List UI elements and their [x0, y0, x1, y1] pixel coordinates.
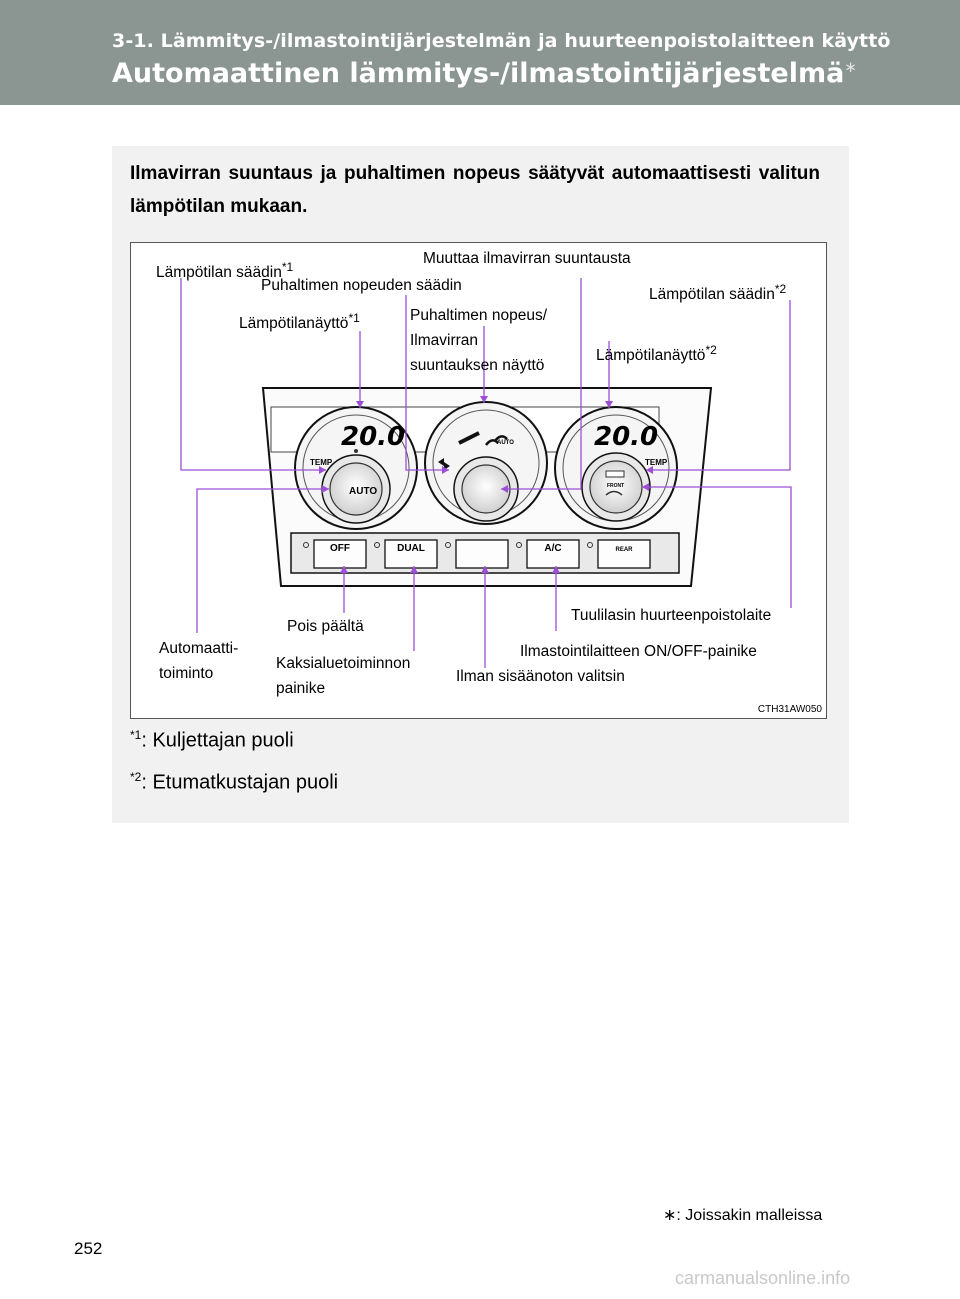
- front-label: FRONT: [607, 483, 624, 489]
- climate-panel-figure: 20.0 20.0 TEMP TEMP AUTO AUTO FRONT OFF D…: [130, 242, 827, 719]
- callout-lines: [180, 278, 792, 668]
- label-mark: *1: [348, 311, 360, 325]
- label-ac-button: Ilmastointilaitteen ON/OFF-painike: [520, 643, 757, 660]
- label-air-intake: Ilman sisäänoton valitsin: [456, 668, 625, 685]
- label-line: suuntauksen näyttö: [410, 357, 545, 374]
- label-temp-control-right: Lämpötilan säädin*2: [649, 277, 786, 307]
- panel-button: [384, 539, 438, 569]
- button-row: OFF DUAL A/C REAR: [303, 539, 651, 569]
- label-mark: *2: [705, 343, 717, 357]
- note-mark: *2: [130, 770, 142, 784]
- panel-button: [313, 539, 367, 569]
- note-text: : Etumatkustajan puoli: [141, 771, 339, 794]
- label-text: Lämpötilan säädin: [156, 264, 282, 282]
- note-passenger-side: *2: Etumatkustajan puoli: [130, 770, 338, 795]
- section-heading: 3-1. Lämmitys-/ilmastointijärjestelmän j…: [112, 30, 891, 52]
- label-off: Pois päältä: [287, 618, 364, 635]
- right-temperature-dial: [554, 406, 678, 530]
- left-temp-label: TEMP: [310, 458, 333, 467]
- label-airflow-mode: Muuttaa ilmavirran suuntausta: [423, 250, 631, 267]
- panel-button-label: DUAL: [397, 543, 425, 554]
- label-line: painike: [276, 680, 326, 697]
- label-line: Puhaltimen nopeus/: [410, 307, 548, 324]
- panel-button: [455, 539, 509, 569]
- indicator-light: [587, 542, 593, 548]
- label-mark: *1: [281, 260, 294, 274]
- label-line: Automaatti-: [159, 640, 239, 657]
- label-mark: *2: [774, 282, 787, 296]
- fan-auto-label: AUTO: [497, 440, 514, 446]
- indicator-light: [303, 542, 309, 548]
- panel-button-label: OFF: [330, 543, 350, 554]
- callout-arrowheads: [319, 396, 653, 573]
- label-line: toiminto: [159, 665, 214, 682]
- auto-knob-label: AUTO: [349, 486, 377, 497]
- footnote: ∗: Joissakin malleissa: [663, 1207, 823, 1224]
- label-temp-control-left: Lämpötilan säädin*1: [156, 255, 293, 285]
- panel-illustration: 20.0 20.0 TEMP TEMP AUTO AUTO FRONT OFF D…: [180, 278, 792, 668]
- center-fan-dial: [424, 401, 548, 525]
- label-fan-display: Puhaltimen nopeus/ Ilmavirran suuntaukse…: [410, 303, 547, 378]
- label-text: Lämpötilanäyttö: [596, 347, 706, 365]
- label-text: Lämpötilanäyttö: [239, 315, 349, 333]
- page-header: 3-1. Lämmitys-/ilmastointijärjestelmän j…: [0, 0, 960, 105]
- label-windshield-defogger: Tuulilasin huurteenpoistolaite: [571, 607, 772, 624]
- note-driver-side: *1: Kuljettajan puoli: [130, 728, 294, 753]
- note-text: : Kuljettajan puoli: [141, 729, 294, 752]
- title-asterisk: ∗: [844, 58, 857, 76]
- left-temperature-dial: [294, 406, 418, 530]
- label-temp-display-right: Lämpötilanäyttö*2: [596, 338, 717, 368]
- indicator-light: [374, 542, 380, 548]
- label-temp-display-left: Lämpötilanäyttö*1: [239, 306, 360, 336]
- intro-text: Ilmavirran suuntaus ja puhaltimen nopeus…: [130, 163, 820, 217]
- page-number: 252: [74, 1239, 103, 1258]
- right-temp-value: 20.0: [594, 422, 658, 452]
- label-line: Kaksialuetoiminnon: [276, 655, 411, 672]
- panel-button-label: A/C: [544, 543, 561, 554]
- label-auto-mode: Automaatti- toiminto: [159, 636, 238, 686]
- label-text: Lämpötilan säädin: [649, 286, 775, 304]
- indicator-light: [516, 542, 522, 548]
- label-line: Ilmavirran: [410, 332, 479, 349]
- watermark: carmanualsonline.info: [675, 1268, 851, 1288]
- label-fan-speed: Puhaltimen nopeuden säädin: [261, 277, 462, 294]
- label-dual-button: Kaksialuetoiminnon painike: [276, 651, 410, 701]
- panel-button-label: REAR: [615, 547, 633, 553]
- left-temp-value: 20.0: [341, 422, 405, 452]
- title-text: Automaattinen lämmitys-/ilmastointijärje…: [112, 58, 845, 89]
- page-title: Automaattinen lämmitys-/ilmastointijärje…: [112, 58, 857, 89]
- figure-code: CTH31AW050: [757, 704, 822, 715]
- panel-button: [526, 539, 580, 569]
- right-temp-label: TEMP: [645, 458, 668, 467]
- panel-button: [597, 539, 651, 569]
- note-mark: *1: [130, 728, 142, 742]
- indicator-light: [445, 542, 451, 548]
